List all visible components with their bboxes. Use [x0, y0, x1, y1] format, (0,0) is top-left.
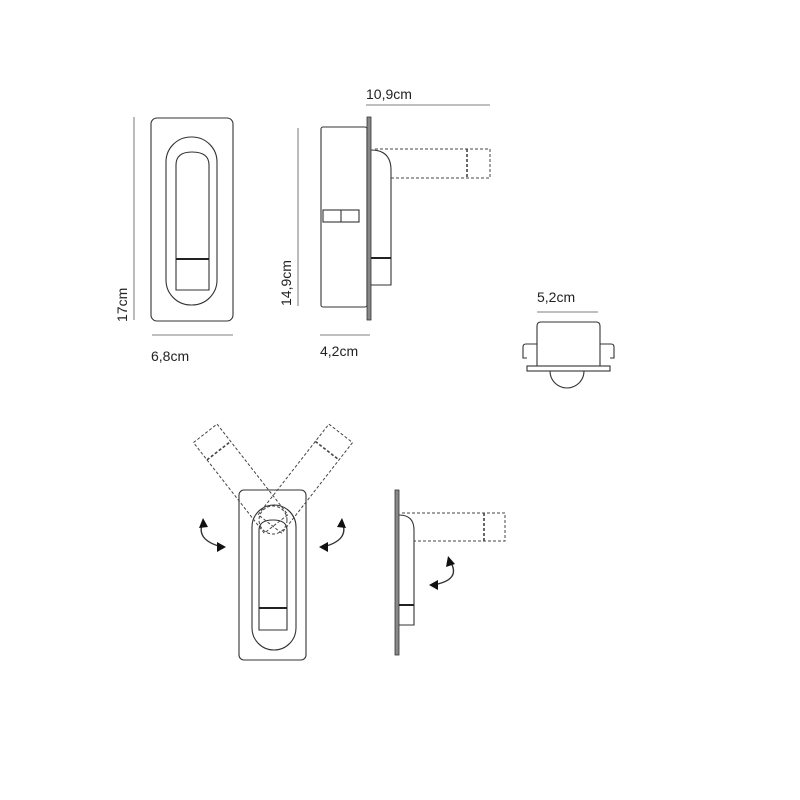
rotation-front-view: [192, 423, 354, 661]
side-view: 10,9cm 14,9cm 4,2cm: [278, 86, 491, 359]
width-front-label: 6,8cm: [151, 348, 189, 364]
height-side-label: 14,9cm: [278, 260, 294, 306]
arm-length-label: 10,9cm: [366, 86, 412, 102]
rotation-side-view: [394, 489, 506, 656]
height-front-label: 17cm: [114, 288, 130, 322]
front-view: 17cm 6,8cm: [114, 117, 234, 364]
recess-view: 5,2cm: [522, 289, 615, 389]
rotate-arrow-side-icon: [429, 556, 455, 590]
rotate-arrow-right-icon: [319, 518, 346, 552]
rotate-arrow-left-icon: [199, 518, 226, 552]
recess-width-label: 5,2cm: [537, 289, 575, 305]
depth-side-label: 4,2cm: [320, 343, 358, 359]
